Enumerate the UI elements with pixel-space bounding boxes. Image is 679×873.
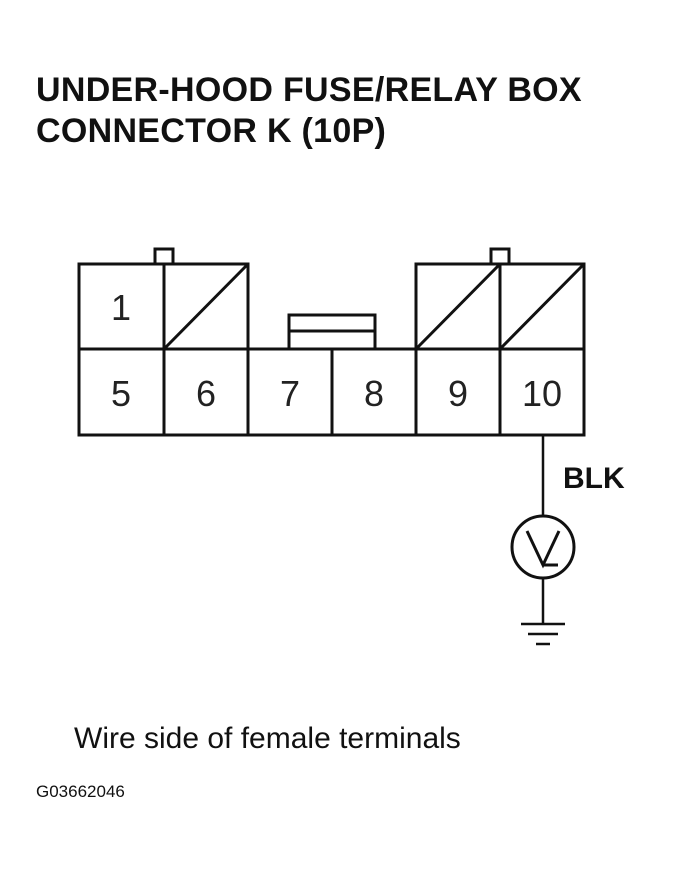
ground-icon bbox=[521, 622, 565, 646]
empty-cavity-slash bbox=[414, 262, 502, 351]
pin-9-label: 9 bbox=[448, 373, 468, 414]
pin-8-label: 8 bbox=[364, 373, 384, 414]
lock-tab-left bbox=[153, 247, 175, 266]
connector-housing bbox=[77, 247, 586, 437]
wire-color-label: BLK bbox=[563, 462, 625, 495]
pin-7-label: 7 bbox=[280, 373, 300, 414]
pin-6-label: 6 bbox=[196, 373, 216, 414]
title-line-1: UNDER-HOOD FUSE/RELAY BOX bbox=[36, 71, 582, 109]
empty-cavity-slash bbox=[498, 262, 586, 351]
title-line-2: CONNECTOR K (10P) bbox=[36, 112, 387, 150]
diagram-title: UNDER-HOOD FUSE/RELAY BOX CONNECTOR K (1… bbox=[36, 70, 582, 152]
lock-tab-right bbox=[489, 247, 511, 266]
figure-id: G03662046 bbox=[36, 782, 125, 801]
voltmeter-icon bbox=[510, 514, 576, 580]
pin-10-label: 10 bbox=[522, 373, 562, 414]
empty-cavity-slash bbox=[162, 262, 250, 351]
pin-5-label: 5 bbox=[111, 373, 131, 414]
pin-1-label: 1 bbox=[111, 287, 131, 328]
diagram-caption: Wire side of female terminals bbox=[74, 722, 461, 755]
